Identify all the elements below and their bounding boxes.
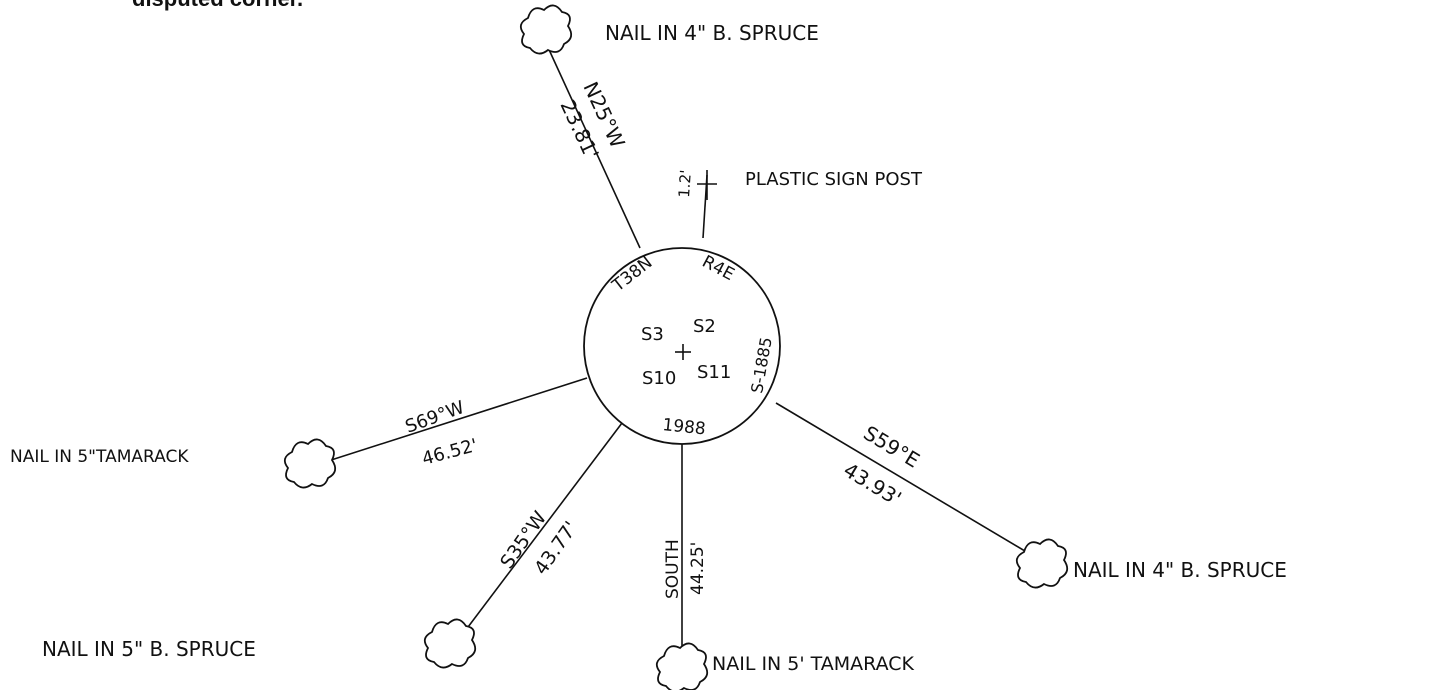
tie-line-n	[539, 29, 641, 249]
year-label: 1988	[661, 415, 706, 439]
corner-cross	[675, 344, 691, 360]
tie-s-bearing: SOUTH	[663, 539, 683, 599]
section-ur-label: S2	[693, 316, 716, 337]
sign-post-label: PLASTIC SIGN POST	[745, 169, 923, 190]
tie-s-distance: 44.25'	[688, 542, 708, 595]
section-ll-label: S10	[642, 368, 676, 389]
tree-se	[1015, 538, 1069, 589]
tree-n-label: NAIL IN 4" B. SPRUCE	[605, 21, 819, 45]
tie-line-wsw	[299, 377, 588, 471]
tie-line-se	[775, 402, 1041, 561]
tie-wsw-bearing: S69°W	[403, 397, 468, 438]
tie-se-distance: 43.93'	[839, 458, 905, 511]
tree-s-label: NAIL IN 5' TAMARACK	[712, 653, 915, 675]
tree-se-label: NAIL IN 4" B. SPRUCE	[1073, 558, 1287, 582]
tie-se-bearing: S59°E	[859, 421, 923, 473]
tree-ssw	[423, 618, 477, 669]
corner-circle	[583, 247, 781, 445]
section-ul-label: S3	[641, 324, 664, 345]
tie-line-ssw	[461, 422, 623, 636]
sign-post-distance: 1.2'	[675, 169, 695, 198]
tie-wsw-distance: 46.52'	[420, 435, 480, 470]
sign-post-marker	[697, 170, 717, 200]
tree-wsw-label: NAIL IN 5"TAMARACK	[10, 447, 189, 467]
tree-wsw	[283, 438, 337, 489]
section-lr-label: S11	[697, 362, 731, 383]
tree-n	[519, 4, 573, 55]
tree-ssw-label: NAIL IN 5" B. SPRUCE	[42, 637, 256, 661]
caption: disputed corner.	[132, 0, 303, 12]
tree-s	[655, 642, 709, 690]
